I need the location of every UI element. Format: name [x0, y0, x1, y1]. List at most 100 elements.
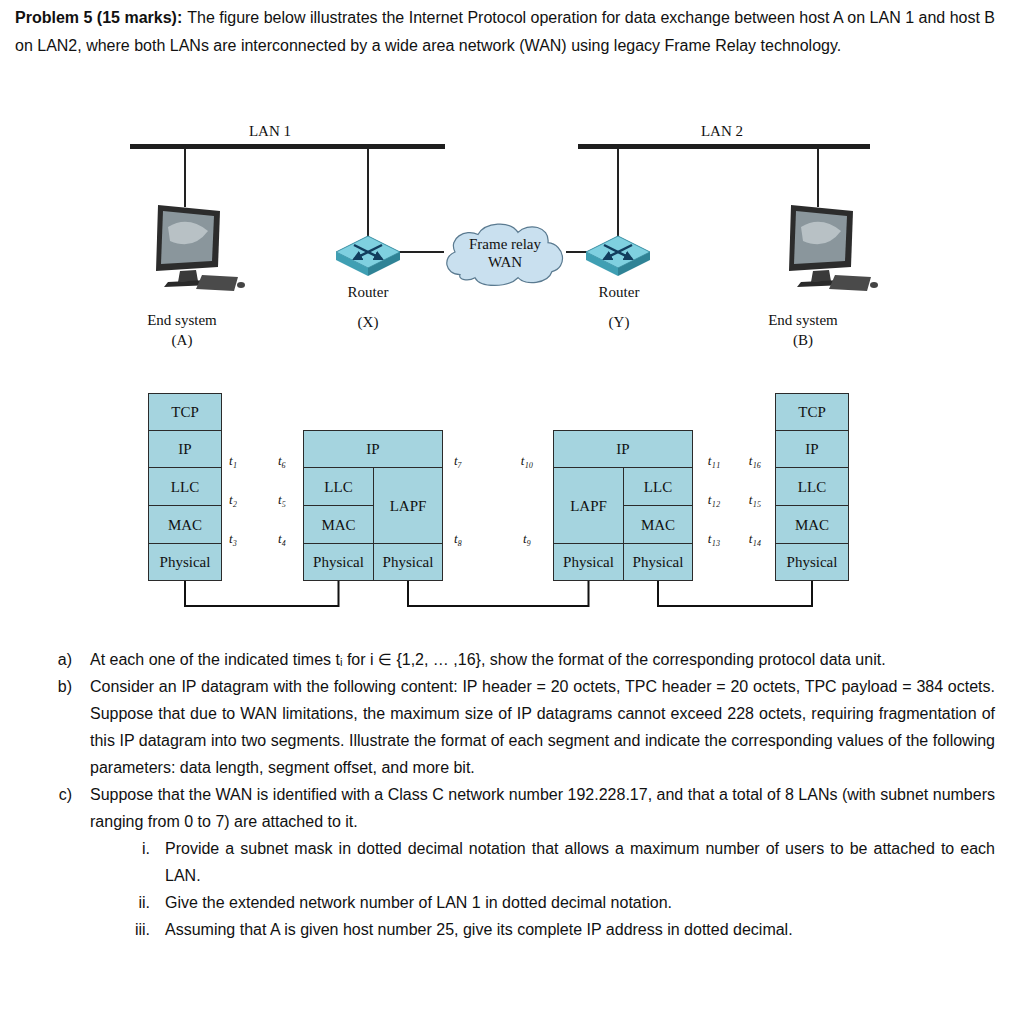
question-item: b) Consider an IP datagram with the follo… — [0, 673, 1010, 781]
protocol-layer-box: IP — [303, 430, 443, 468]
router-icon — [354, 245, 382, 259]
question-text: Assuming that A is given host number 25,… — [165, 921, 793, 938]
wan-cloud: Frame relay WAN — [440, 218, 570, 288]
question-item: ii. Give the extended network number of L… — [0, 889, 1010, 916]
layer-name: LLC — [324, 478, 352, 496]
layer-name: IP — [616, 440, 629, 458]
time-marker: t₁₁ — [708, 453, 721, 469]
protocol-layer-box: LLC — [303, 467, 374, 506]
wan-link-line — [566, 251, 587, 253]
device-label: Router (X) — [337, 277, 399, 337]
protocol-layer-box: Physical — [303, 543, 374, 581]
protocol-layer-box: LAPF — [553, 467, 624, 544]
time-marker: t₁₄ — [749, 531, 762, 547]
computer-icon — [237, 282, 245, 288]
protocol-layer-box: IP — [553, 430, 693, 468]
layer-name: MAC — [168, 516, 202, 534]
protocol-layer-box: IP — [148, 430, 222, 468]
time-marker: t₈ — [454, 531, 462, 547]
wan-link-line — [399, 251, 444, 253]
layer-name: Physical — [633, 553, 684, 571]
physical-link — [658, 581, 812, 606]
device-label: End system (A) — [140, 310, 224, 350]
cloud-label: Frame relay WAN — [459, 235, 551, 271]
lan-drop-line — [617, 149, 619, 237]
layer-name: IP — [366, 440, 379, 458]
question-item: c)Suppose that the WAN is identified wit… — [0, 781, 1010, 835]
time-marker: t₁₃ — [708, 531, 721, 547]
computer-icon — [829, 275, 871, 291]
question-text: Suppose that the WAN is identified with … — [90, 786, 995, 830]
time-marker: t₅ — [278, 492, 286, 508]
time-marker: t₁₂ — [708, 492, 721, 508]
layer-name: LLC — [171, 478, 199, 496]
computer-icon — [794, 211, 847, 264]
computer-icon — [789, 205, 878, 291]
lan-label: LAN 1 — [249, 123, 291, 140]
layer-name: LLC — [798, 478, 826, 496]
question-item: iii. Assuming that A is given host number… — [0, 916, 1010, 943]
question-text: Give the extended network number of LAN … — [165, 894, 672, 911]
question-marker: b) — [58, 673, 72, 700]
router-icon — [354, 245, 382, 259]
layer-name: Physical — [787, 553, 838, 571]
computer-icon — [156, 205, 220, 271]
layer-name: TCP — [798, 403, 826, 421]
lan-drop-line — [184, 149, 186, 207]
time-marker: t₁₀ — [521, 453, 534, 469]
lan-bus — [130, 144, 445, 149]
problem-title: Problem 5 (15 marks): — [15, 9, 182, 26]
protocol-layer-box: IP — [775, 430, 849, 468]
protocol-layer-box: TCP — [148, 393, 222, 431]
question-text: Consider an IP datagram with the followi… — [90, 678, 995, 776]
computer-icon — [178, 270, 198, 282]
protocol-layer-box: LLC — [148, 467, 222, 506]
time-marker: t₁₅ — [749, 492, 762, 508]
protocol-layer-box: Physical — [623, 543, 693, 581]
computer-icon — [168, 222, 208, 244]
router-icon — [604, 245, 632, 259]
lan-bus — [578, 144, 870, 149]
layer-name: MAC — [641, 516, 675, 534]
time-marker: t₉ — [523, 531, 531, 547]
protocol-layer-box: MAC — [623, 505, 693, 544]
problem-statement: Problem 5 (15 marks):The figure below il… — [15, 4, 995, 60]
protocol-layer-box: Physical — [553, 543, 624, 581]
question-item: i.Provide a subnet mask in dotted decima… — [0, 835, 1010, 889]
layer-name: Physical — [563, 553, 614, 571]
device-label: End system (B) — [761, 310, 845, 350]
layer-name: MAC — [795, 516, 829, 534]
layer-name: LLC — [644, 478, 672, 496]
router-icon — [336, 236, 400, 276]
question-marker: iii. — [135, 916, 150, 943]
cloud-outline — [440, 218, 570, 288]
layer-name: IP — [178, 440, 191, 458]
protocol-layer-box: Physical — [775, 543, 849, 581]
time-marker: t₇ — [454, 453, 462, 469]
protocol-layer-box: LLC — [623, 467, 693, 506]
question-marker: ii. — [138, 889, 150, 916]
computer-icon — [789, 205, 853, 271]
time-marker: t₆ — [278, 453, 286, 469]
computer-icon — [196, 275, 238, 291]
protocol-layer-box: LLC — [775, 467, 849, 506]
protocol-layer-box: MAC — [303, 505, 374, 544]
question-marker: i. — [142, 835, 150, 862]
layer-name: Physical — [383, 553, 434, 571]
physical-link — [408, 581, 589, 606]
computer-icon — [801, 222, 841, 244]
question-list: a)At each one of the indicated times tᵢ … — [0, 646, 1010, 943]
protocol-layer-box: MAC — [148, 505, 222, 544]
time-marker: t₂ — [229, 492, 237, 508]
lan-drop-line — [817, 149, 819, 207]
protocol-layer-box: Physical — [373, 543, 443, 581]
protocol-layer-box: MAC — [775, 505, 849, 544]
layer-name: TCP — [171, 403, 199, 421]
layer-name: MAC — [321, 516, 355, 534]
cloud-outline — [447, 224, 563, 285]
router-icon — [604, 245, 632, 259]
protocol-layer-box: Physical — [148, 543, 222, 581]
question-text: At each one of the indicated times tᵢ fo… — [90, 651, 886, 668]
physical-link — [185, 581, 339, 606]
